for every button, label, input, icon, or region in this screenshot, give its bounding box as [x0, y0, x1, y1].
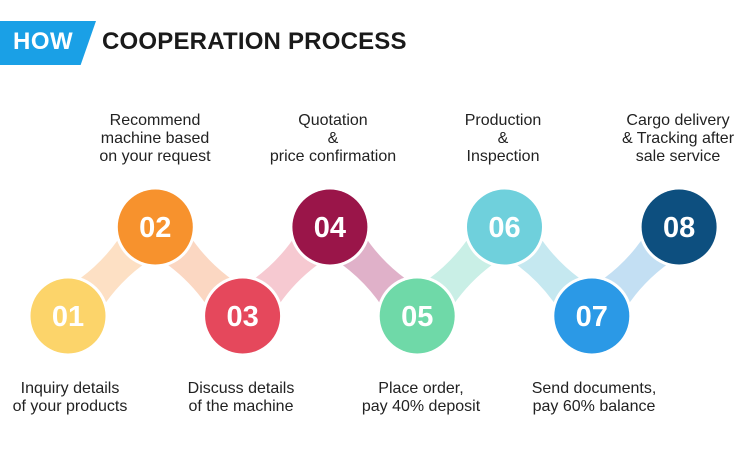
step-label-line: of your products — [12, 398, 128, 415]
step-label-line: & — [327, 130, 339, 147]
step-number-02: 02 — [139, 212, 171, 244]
step-number-04: 04 — [314, 212, 346, 244]
step-number-08: 08 — [663, 212, 695, 244]
step-circle-03 — [205, 278, 281, 354]
step-label-line: pay 60% balance — [532, 398, 656, 415]
step-label-01: Inquiry details of your products — [5, 380, 135, 416]
header-tag: HOW — [0, 21, 96, 65]
step-label-line: Inspection — [466, 148, 540, 165]
step-label-02: Recommend machine based on your request — [80, 112, 230, 166]
step-circle-01 — [30, 278, 106, 354]
step-label-08: Cargo delivery & Tracking after sale ser… — [608, 112, 748, 166]
step-number-03: 03 — [226, 301, 258, 333]
step-number-01: 01 — [52, 301, 84, 333]
step-label-line: machine based — [100, 130, 210, 147]
step-number-05: 05 — [401, 301, 433, 333]
step-circle-06 — [467, 189, 542, 265]
step-label-line: Discuss details — [187, 380, 295, 397]
step-label-line: of the machine — [188, 398, 294, 415]
step-label-line: Recommend — [109, 112, 201, 129]
step-circle-05 — [379, 278, 455, 354]
step-number-06: 06 — [488, 212, 520, 244]
step-label-line: Quotation — [298, 112, 368, 129]
step-label-03: Discuss details of the machine — [176, 380, 306, 416]
step-label-line: Cargo delivery — [626, 112, 730, 129]
step-label-line: pay 40% deposit — [361, 398, 481, 415]
step-label-line: Send documents, — [531, 380, 657, 397]
step-label-line: & Tracking after — [621, 130, 735, 147]
step-circle-07 — [554, 278, 630, 354]
step-number-07: 07 — [576, 301, 608, 333]
step-label-line: on your request — [99, 148, 211, 165]
step-label-06: Production & Inspection — [438, 112, 568, 166]
step-label-line: & — [497, 130, 509, 147]
step-label-line: Inquiry details — [20, 380, 120, 397]
step-label-04: Quotation & price confirmation — [256, 112, 410, 166]
step-label-07: Send documents, pay 60% balance — [519, 380, 669, 416]
step-label-05: Place order, pay 40% deposit — [346, 380, 496, 416]
step-circle-04 — [292, 189, 368, 265]
page-title: COOPERATION PROCESS — [102, 28, 407, 55]
step-circle-08 — [641, 189, 717, 265]
header-tag-text: HOW — [13, 28, 74, 55]
step-label-line: Place order, — [378, 380, 464, 397]
step-label-line: Production — [464, 112, 542, 129]
step-label-line: sale service — [635, 148, 721, 165]
step-label-line: price confirmation — [269, 148, 397, 165]
step-circle-02 — [117, 189, 193, 265]
